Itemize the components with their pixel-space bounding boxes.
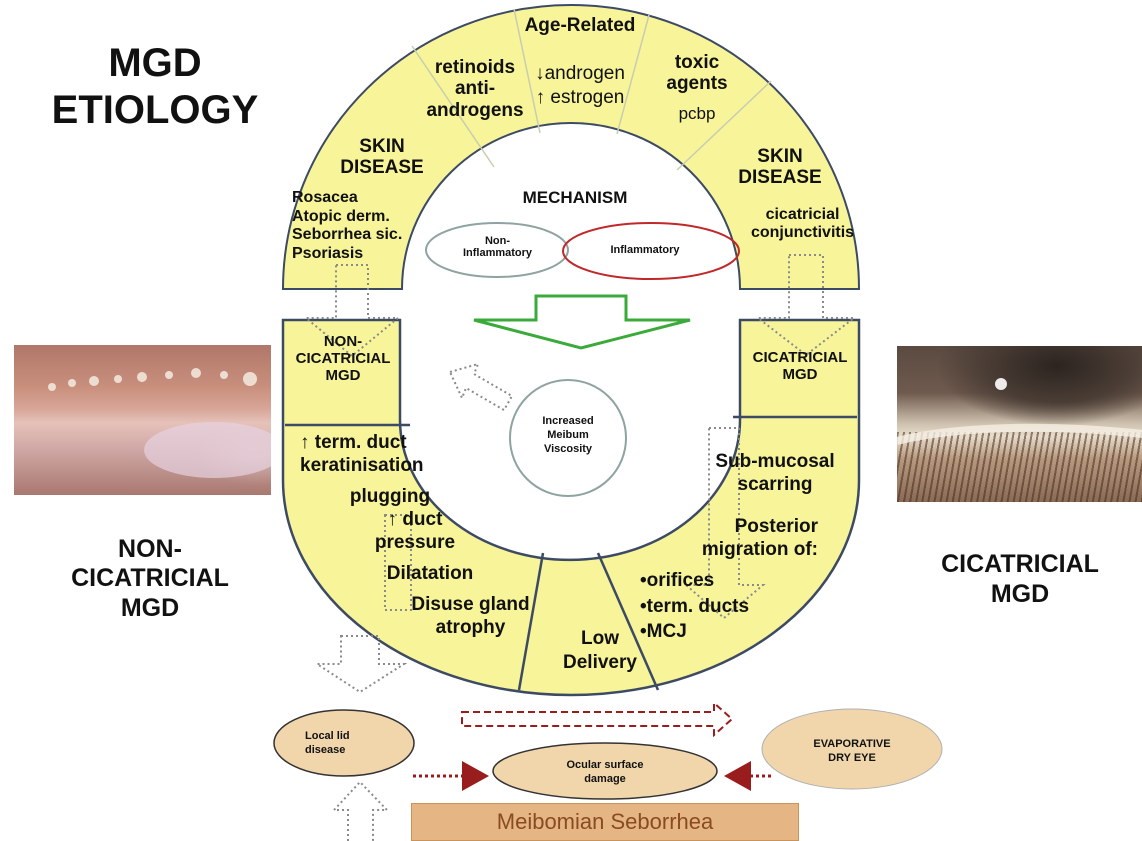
scarring-label: Sub-mucosal scarring — [710, 451, 840, 497]
side-label-non-cicatricial: NON- CICATRICIAL MGD — [60, 535, 240, 623]
viscosity-label: Increased Meibum Viscosity — [525, 415, 611, 456]
non-inflammatory-label: Non- Inflammatory — [450, 235, 545, 260]
toxic-agents-sub: pcbp — [652, 104, 742, 123]
gland-atrophy-label: Disuse gland atrophy — [393, 594, 548, 640]
duct-pressure-label: ↑ duct pressure — [355, 509, 475, 555]
skin-disease-left-items: Rosacea Atopic derm. Seborrhea sic. Psor… — [292, 189, 442, 264]
green-down-arrow — [474, 296, 690, 348]
low-delivery-label: Low Delivery — [550, 627, 650, 675]
non-cicatricial-eyelid-photo — [14, 345, 271, 495]
keratinisation-label: ↑ term. duct keratinisation — [300, 432, 460, 478]
skin-disease-right-heading: SKIN DISEASE — [725, 146, 835, 189]
posterior-migration-label: Posterior migration of: — [648, 516, 818, 562]
dotted-arrow-bottom-up — [334, 782, 387, 841]
mechanism-title: MECHANISM — [500, 188, 650, 207]
mcj-label: •MCJ — [640, 621, 740, 642]
cicatricial-eyelid-photo — [897, 346, 1142, 502]
estrogen-label: ↑ estrogen — [510, 87, 650, 108]
evaporative-label: EVAPORATIVE DRY EYE — [792, 737, 912, 766]
skin-disease-right-sub: cicatricial conjunctivitis — [730, 206, 875, 242]
side-label-cicatricial: CICATRICIAL MGD — [915, 549, 1125, 609]
dilatation-label: Dilatation — [370, 563, 490, 584]
red-dashed-double-arrow — [462, 703, 732, 735]
dotted-arrow-diagonal — [450, 364, 512, 410]
age-related-heading: Age-Related — [505, 15, 655, 36]
skin-disease-left-heading: SKIN DISEASE — [327, 136, 437, 179]
meibomian-seborrhea-box: Meibomian Seborrhea — [411, 803, 799, 841]
term-ducts-label: •term. ducts — [640, 596, 780, 617]
meibomian-seborrhea-label: Meibomian Seborrhea — [497, 809, 713, 835]
orifices-label: •orifices — [640, 570, 760, 591]
androgen-label: ↓androgen — [510, 63, 650, 84]
non-cicatricial-box-label: NON- CICATRICIAL MGD — [286, 334, 400, 384]
ocular-surface-label: Ocular surface damage — [530, 758, 680, 787]
page-title: MGD ETIOLOGY — [36, 40, 274, 134]
cicatricial-box-label: CICATRICIAL MGD — [745, 350, 855, 384]
local-lid-label: Local lid disease — [305, 729, 385, 758]
inflammatory-label: Inflammatory — [590, 244, 700, 256]
toxic-agents-heading: toxic agents — [642, 52, 752, 95]
plugging-label: plugging — [330, 486, 450, 507]
